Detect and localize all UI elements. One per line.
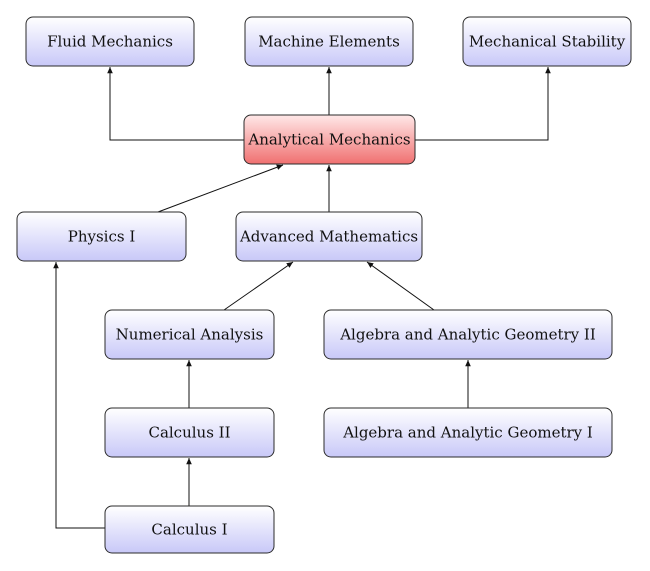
node-stability: Mechanical Stability [462, 16, 632, 67]
node-label: Fluid Mechanics [47, 33, 173, 51]
node-label: Physics I [68, 228, 136, 246]
node-label: Advanced Mathematics [239, 228, 418, 246]
node-alg2: Algebra and Analytic Geometry II [323, 309, 613, 360]
node-box [243, 114, 416, 165]
node-box [104, 505, 275, 554]
edge-calc1-to-physics1 [53, 262, 105, 529]
node-box [25, 16, 195, 67]
node-label: Machine Elements [258, 33, 400, 51]
edge-analytical-to-fluid [107, 67, 244, 141]
edge-physics1-to-analytical [157, 164, 284, 213]
node-advmath: Advanced Mathematics [235, 211, 423, 262]
node-box [104, 309, 275, 360]
node-label: Numerical Analysis [116, 326, 264, 344]
node-box [462, 16, 632, 67]
node-box [244, 16, 414, 67]
node-numerical: Numerical Analysis [104, 309, 275, 360]
node-label: Algebra and Analytic Geometry I [342, 424, 593, 442]
node-label: Mechanical Stability [469, 33, 626, 51]
node-box [104, 407, 275, 458]
node-box [16, 211, 187, 262]
nodes-layer: Fluid Mechanics Machine Elements Mechanica… [16, 16, 632, 554]
node-box [323, 309, 613, 360]
node-calc2: Calculus II [104, 407, 275, 458]
edge-analytical-to-stability [415, 67, 551, 141]
node-machine: Machine Elements [244, 16, 414, 67]
edge-alg2-to-advmath [366, 261, 435, 311]
node-alg1: Algebra and Analytic Geometry I [323, 407, 613, 458]
node-label: Calculus I [151, 521, 227, 539]
node-calc1: Calculus I [104, 505, 275, 554]
node-analytical: Analytical Mechanics [243, 114, 416, 165]
node-physics1: Physics I [16, 211, 187, 262]
node-label: Calculus II [148, 424, 230, 442]
node-box [323, 407, 613, 458]
edge-numerical-to-advmath [223, 261, 294, 311]
node-fluid: Fluid Mechanics [25, 16, 195, 67]
node-label: Algebra and Analytic Geometry II [339, 326, 596, 344]
node-label: Analytical Mechanics [247, 131, 410, 149]
node-box [235, 211, 423, 262]
edges-layer [53, 67, 551, 529]
